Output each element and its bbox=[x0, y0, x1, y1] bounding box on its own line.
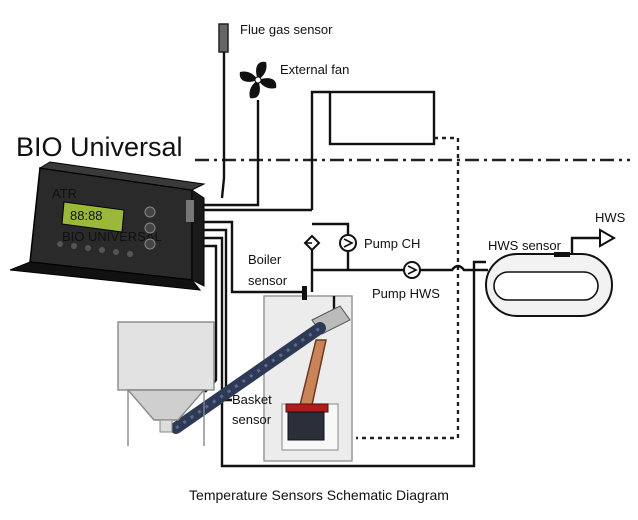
burner-head bbox=[285, 403, 329, 413]
fan-icon bbox=[239, 61, 277, 99]
auger-screw bbox=[175, 326, 321, 430]
hws-sensor-label: HWS sensor bbox=[488, 238, 562, 253]
controller-knob[interactable] bbox=[144, 206, 156, 218]
ch-supply-pipe bbox=[310, 90, 330, 210]
controller-top bbox=[38, 161, 206, 191]
fuel-hopper bbox=[117, 321, 215, 446]
return-pipe bbox=[356, 136, 460, 440]
ch-branch bbox=[312, 222, 350, 234]
controller-button[interactable] bbox=[57, 241, 63, 247]
controller-button[interactable] bbox=[127, 251, 133, 257]
pump-ch-label: Pump CH bbox=[364, 236, 420, 251]
hws-pipe-crossover bbox=[420, 264, 488, 272]
wire-basket-sensor bbox=[204, 228, 232, 402]
boiler-sensor-label: Boiler bbox=[248, 252, 282, 267]
controller-device: 88:88 ATR BIO UNIVERSAL bbox=[9, 161, 206, 291]
external-fan-label: External fan bbox=[280, 62, 349, 77]
hws-tank-coil bbox=[493, 271, 599, 301]
flue-gas-wire bbox=[220, 52, 226, 199]
controller-knob[interactable] bbox=[144, 238, 156, 250]
pump-hws-label: Pump HWS bbox=[372, 286, 440, 301]
controller-brand: ATR bbox=[52, 186, 77, 201]
boiler-sensor bbox=[302, 286, 307, 300]
boiler-sensor-label-2: sensor bbox=[248, 273, 288, 288]
controller-button[interactable] bbox=[99, 247, 105, 253]
controller-connector bbox=[186, 200, 194, 222]
hws-label: HWS bbox=[595, 210, 626, 225]
controller-display bbox=[61, 201, 125, 233]
hopper-funnel bbox=[126, 389, 206, 421]
flue-gas-sensor bbox=[218, 23, 229, 53]
controller-model: BIO UNIVERSAL bbox=[62, 229, 162, 244]
flue-gas-sensor-label: Flue gas sensor bbox=[240, 22, 333, 37]
hws-tank bbox=[485, 253, 613, 317]
wire-hws-sensor bbox=[204, 236, 486, 468]
radiator bbox=[328, 90, 436, 146]
display-text: 88:88 bbox=[70, 208, 103, 223]
controller-knob[interactable] bbox=[144, 222, 156, 234]
controller-button[interactable] bbox=[113, 249, 119, 255]
pump-ch-arrow bbox=[343, 238, 354, 248]
hws-outlet-pipe bbox=[570, 236, 600, 254]
basket-sensor-label-2: sensor bbox=[232, 412, 272, 427]
controller-button[interactable] bbox=[71, 243, 77, 249]
controller-base bbox=[9, 261, 202, 291]
basket-sensor-label: Basket bbox=[232, 392, 272, 407]
diagram-title: BIO Universal bbox=[16, 132, 183, 162]
wire-boiler-sensor bbox=[204, 220, 302, 294]
hws-outlet-arrow-icon bbox=[599, 228, 617, 248]
fan-wire bbox=[204, 100, 260, 207]
burner-basket bbox=[287, 411, 325, 441]
hws-sensor bbox=[554, 252, 570, 257]
hopper-outlet bbox=[159, 419, 173, 433]
controller-button[interactable] bbox=[85, 245, 91, 251]
pump-hws-arrow bbox=[407, 265, 418, 275]
controller-side bbox=[191, 189, 205, 287]
diagram-caption: Temperature Sensors Schematic Diagram bbox=[189, 487, 449, 503]
hopper-box bbox=[117, 321, 215, 391]
